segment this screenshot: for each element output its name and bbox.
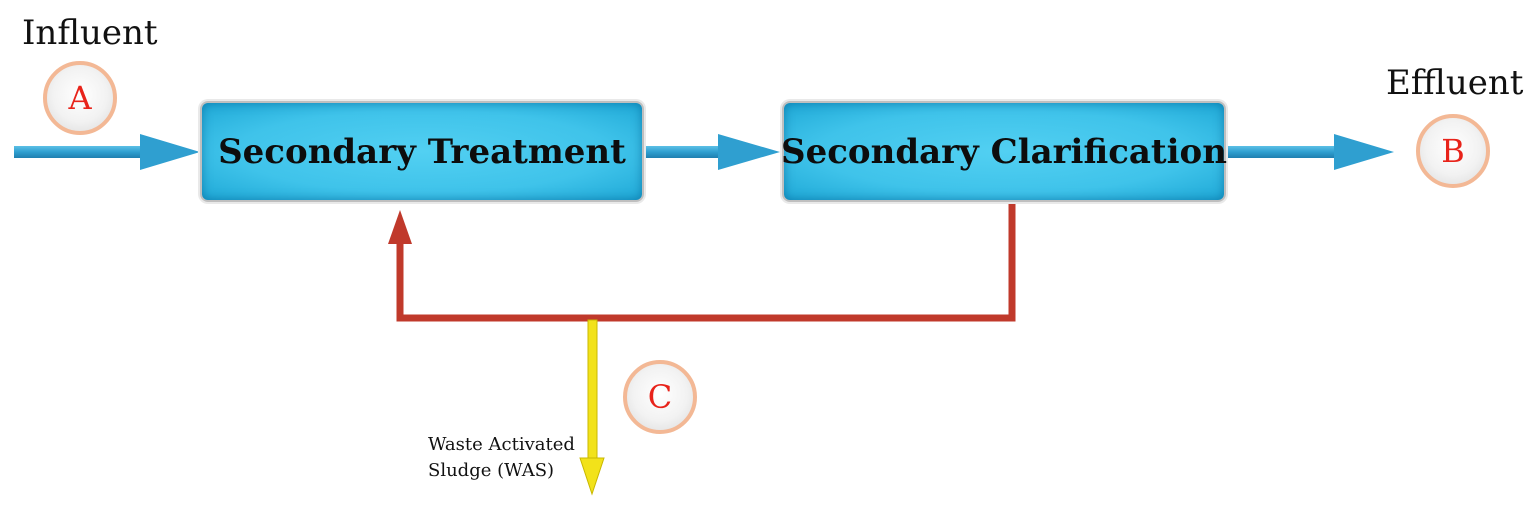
marker-a-letter: A: [68, 79, 92, 117]
was-label: Waste Activated Sludge (WAS): [428, 432, 575, 484]
marker-c: C: [623, 360, 697, 434]
was-label-line1: Waste Activated: [428, 434, 575, 455]
secondary-treatment-label: Secondary Treatment: [218, 131, 626, 172]
effluent-label: Effluent: [1386, 63, 1524, 103]
marker-a: A: [43, 61, 117, 135]
waste-sludge-line: [579, 319, 605, 496]
was-label-line2: Sludge (WAS): [428, 460, 555, 481]
effluent-flow-arrow: [1228, 134, 1394, 170]
marker-b: B: [1416, 114, 1490, 188]
marker-c-letter: C: [647, 378, 673, 416]
marker-b-letter: B: [1441, 132, 1465, 170]
influent-flow-arrow: [14, 134, 200, 170]
secondary-treatment-box: Secondary Treatment: [200, 101, 644, 202]
treatment-to-clarification-arrow: [646, 134, 780, 170]
influent-label: Influent: [22, 13, 158, 53]
return-sludge-line: [388, 204, 1016, 322]
secondary-clarification-box: Secondary Clarification: [781, 101, 1227, 202]
secondary-clarification-label: Secondary Clarification: [781, 131, 1227, 172]
